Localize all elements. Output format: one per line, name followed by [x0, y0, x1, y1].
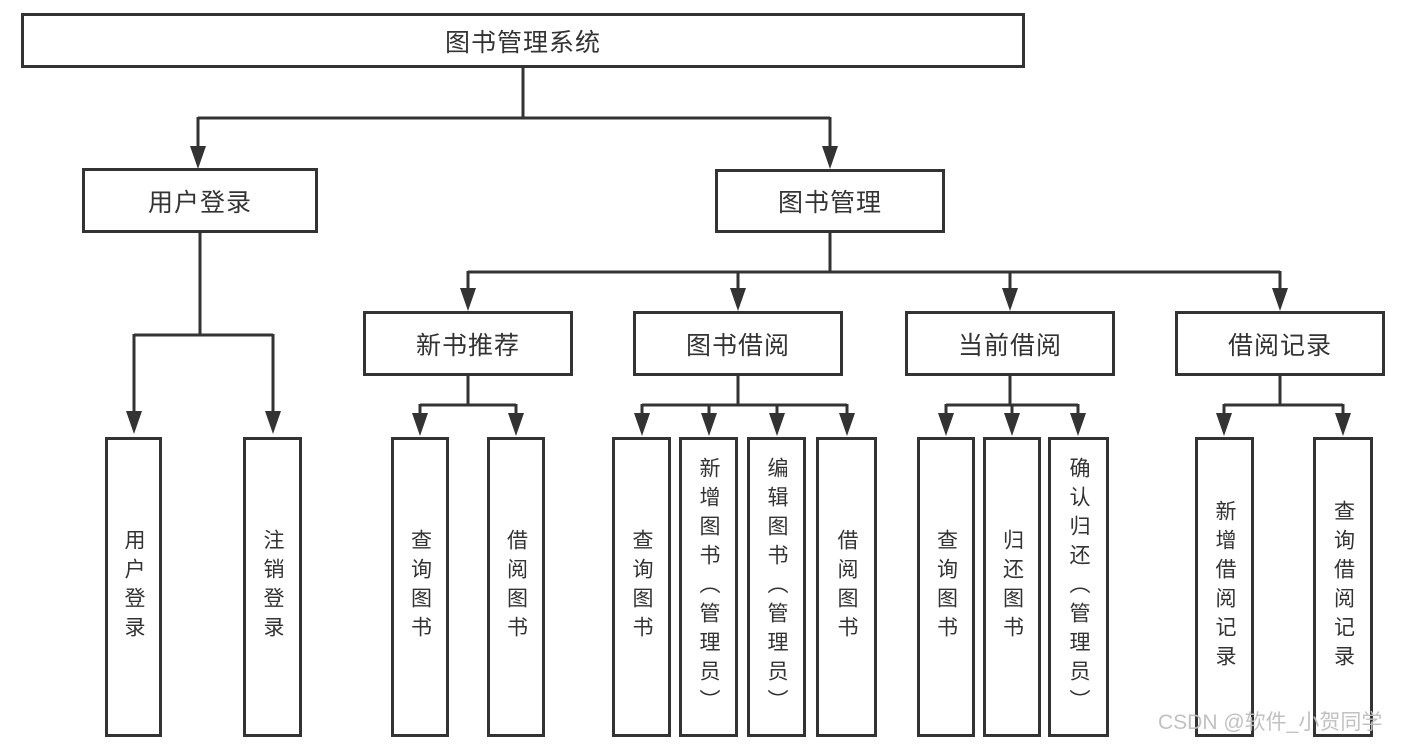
- leaf-query-books-newbook-label: 查询图书: [408, 529, 432, 645]
- node-book-borrow: 图书借阅: [633, 311, 843, 376]
- node-new-book-recommend: 新书推荐: [363, 311, 573, 376]
- leaf-return-book-label: 归还图书: [1000, 529, 1024, 645]
- leaf-add-borrow-record: 新增借阅记录: [1195, 437, 1254, 737]
- node-book-management-label: 图书管理: [777, 189, 882, 217]
- leaf-query-books-borrow-label: 查询图书: [630, 529, 653, 645]
- node-current-borrow: 当前借阅: [905, 311, 1115, 376]
- node-book-borrow-label: 图书借阅: [685, 331, 790, 360]
- leaf-confirm-return-admin-label: 确认归还（管理员）: [1067, 456, 1090, 718]
- root-node: 图书管理系统: [21, 13, 1025, 68]
- leaf-add-book-admin-label: 新增图书（管理员）: [697, 456, 720, 718]
- watermark: CSDN @软件_小贺同学: [1158, 711, 1383, 734]
- node-current-borrow-label: 当前借阅: [957, 331, 1062, 360]
- leaf-query-books-current: 查询图书: [917, 437, 975, 737]
- leaf-borrow-books-borrow-label: 借阅图书: [835, 529, 858, 645]
- leaf-query-borrow-record: 查询借阅记录: [1313, 437, 1373, 737]
- leaf-edit-book-admin-label: 编辑图书（管理员）: [765, 456, 788, 718]
- leaf-logout: 注销登录: [243, 437, 302, 737]
- leaf-query-books-current-label: 查询图书: [934, 529, 958, 645]
- leaf-add-book-admin: 新增图书（管理员）: [679, 437, 738, 737]
- leaf-user-login: 用户登录: [105, 437, 162, 737]
- root-node-label: 图书管理系统: [444, 28, 601, 57]
- leaf-user-login-label: 用户登录: [122, 529, 145, 645]
- node-new-book-recommend-label: 新书推荐: [415, 331, 520, 360]
- leaf-query-books-borrow: 查询图书: [612, 437, 671, 737]
- leaf-edit-book-admin: 编辑图书（管理员）: [747, 437, 806, 737]
- leaf-borrow-books-borrow: 借阅图书: [816, 437, 877, 737]
- node-user-login-label: 用户登录: [147, 188, 252, 217]
- leaf-borrow-books-newbook-label: 借阅图书: [504, 529, 528, 645]
- node-borrow-records-label: 借阅记录: [1227, 331, 1332, 360]
- leaf-add-borrow-record-label: 新增借阅记录: [1213, 500, 1236, 674]
- leaf-confirm-return-admin: 确认归还（管理员）: [1048, 437, 1109, 737]
- leaf-logout-label: 注销登录: [261, 529, 284, 645]
- node-borrow-records: 借阅记录: [1175, 311, 1385, 376]
- leaf-borrow-books-newbook: 借阅图书: [487, 437, 545, 737]
- leaf-return-book: 归还图书: [983, 437, 1041, 737]
- node-book-management: 图书管理: [715, 169, 945, 233]
- leaf-query-borrow-record-label: 查询借阅记录: [1331, 500, 1355, 674]
- node-user-login: 用户登录: [82, 168, 318, 233]
- leaf-query-books-newbook: 查询图书: [391, 437, 449, 737]
